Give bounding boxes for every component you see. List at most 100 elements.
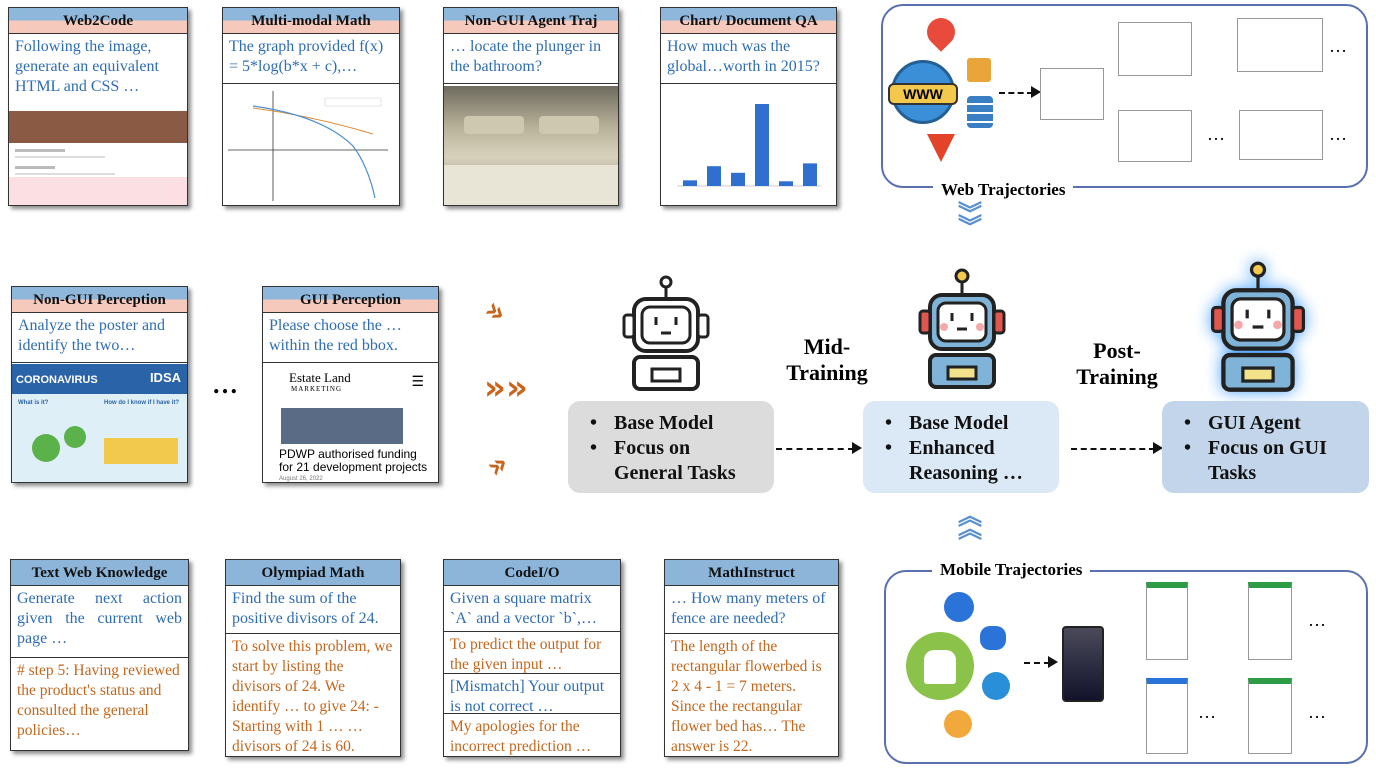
messages-icon xyxy=(980,626,1006,650)
arrow-line xyxy=(776,448,854,450)
card-question: Given a square matrix `A` and a vector `… xyxy=(444,586,620,632)
card-question: Find the sum of the positive divisors of… xyxy=(226,586,400,634)
menu-icon: ☰ xyxy=(411,375,424,390)
card-title: Non-GUI Agent Traj xyxy=(444,8,618,34)
virus-icon xyxy=(64,426,86,448)
chevron-arrow-icon: »» xyxy=(484,368,528,408)
card-title: Olympiad Math xyxy=(226,560,400,586)
mobile-screenshot xyxy=(1146,678,1188,754)
ellipsis: … xyxy=(1308,610,1326,630)
robot-icon-base xyxy=(620,275,712,391)
site-headline: PDWP authorised funding for 21 developme… xyxy=(279,447,428,474)
base-model-box: Base ModelFocus on General Tasks xyxy=(568,401,774,493)
web-screenshot xyxy=(1237,18,1323,72)
card-gui-perception: GUI Perception Please choose the … withi… xyxy=(262,286,439,483)
card-feedback: [Mismatch] Your output is not correct … xyxy=(444,674,620,715)
chart-bar xyxy=(779,181,793,186)
function-graph-thumbnail xyxy=(223,86,399,205)
globe-icon: WWW xyxy=(888,60,958,124)
card-text-web-knowledge: Text Web Knowledge Generate next action … xyxy=(10,559,189,751)
card-question: Generate next action given the current w… xyxy=(11,586,188,658)
poster-thumbnail: CORONAVIRUS IDSA What is it? How do I kn… xyxy=(12,364,187,482)
post-training-label: Post- Training xyxy=(1076,338,1158,389)
mobile-screenshot xyxy=(1248,678,1292,754)
chevron-down-icon: ︾︾ xyxy=(958,200,982,241)
card-answer: # step 5: Having reviewed the product's … xyxy=(17,662,180,739)
ellipsis: … xyxy=(1329,36,1347,56)
card-codeio: CodeI/O Given a square matrix `A` and a … xyxy=(443,559,621,757)
card-title: Non-GUI Perception xyxy=(12,287,187,313)
arrow-line xyxy=(999,92,1033,94)
web-trajectories-title: Web Trajectories xyxy=(933,180,1074,200)
web-screenshot xyxy=(1118,22,1192,76)
arrow-head xyxy=(1153,442,1163,454)
robot-icon-enhanced xyxy=(916,267,1008,391)
stage-bullet: Focus on General Tasks xyxy=(590,436,760,486)
card-question: How much was the global…worth in 2015? xyxy=(661,34,836,84)
ellipsis: … xyxy=(1207,124,1225,144)
stage-bullet: Base Model xyxy=(885,411,1045,436)
card-answer: The length of the rectangular flowerbed … xyxy=(671,638,822,755)
stage-bullet: Enhanced Reasoning … xyxy=(885,436,1045,486)
card-question: Analyze the poster and identify the two… xyxy=(12,313,187,363)
ellipsis: … xyxy=(1308,702,1326,722)
chevron-arrow-icon: » xyxy=(477,291,514,332)
card-title: GUI Perception xyxy=(263,287,438,313)
chart-bar xyxy=(731,172,745,186)
mobile-trajectories-panel: Mobile Trajectories … … … xyxy=(884,560,1368,764)
site-logo: Estate Land xyxy=(289,370,351,385)
card-question: … locate the plunger in the bathroom? xyxy=(444,34,618,84)
card-title: Web2Code xyxy=(9,8,187,34)
card-question: The graph provided f(x) = 5*log(b*x + c)… xyxy=(223,34,399,84)
poster-heading: CORONAVIRUS xyxy=(16,374,98,386)
web2code-thumbnail xyxy=(9,111,187,205)
arrow-head xyxy=(852,442,862,454)
chart-bar xyxy=(803,163,817,186)
mid-training-label: Mid- Training xyxy=(786,334,868,385)
arrow-head xyxy=(1031,86,1041,98)
card-multimodal-math: Multi-modal Math The graph provided f(x)… xyxy=(222,7,400,206)
virus-icon xyxy=(32,434,60,462)
stage-bullet: Base Model xyxy=(590,411,760,436)
web-screenshot xyxy=(1118,110,1192,162)
gui-agent-box: GUI AgentFocus on GUI Tasks xyxy=(1162,401,1369,493)
card-question: Please choose the … within the red bbox. xyxy=(263,313,438,363)
web-screenshot xyxy=(1239,110,1323,160)
card-title: Text Web Knowledge xyxy=(11,560,188,586)
poster-sub1: What is it? xyxy=(18,400,49,406)
card-web2code: Web2Code Following the image, generate a… xyxy=(8,7,188,206)
mobile-screenshot xyxy=(1146,582,1188,660)
contacts-icon xyxy=(944,592,974,622)
enhanced-model-box: Base ModelEnhanced Reasoning … xyxy=(863,401,1059,493)
map-pin-icon xyxy=(921,12,961,52)
ellipsis: … xyxy=(1198,702,1216,722)
phone-home-screenshot xyxy=(1062,626,1104,702)
shop-icon xyxy=(967,58,991,82)
bar-chart-thumbnail xyxy=(661,86,836,205)
stage-bullet: Focus on GUI Tasks xyxy=(1184,436,1355,486)
web-screenshot xyxy=(1040,68,1104,120)
camera-icon xyxy=(982,672,1010,700)
stage-bullet: GUI Agent xyxy=(1184,411,1355,436)
chevron-arrow-icon: » xyxy=(479,445,516,486)
card-title: CodeI/O xyxy=(444,560,620,586)
chart-bar xyxy=(707,166,721,186)
card-nongui-perception: Non-GUI Perception Analyze the poster an… xyxy=(11,286,188,483)
card-olympiad-math: Olympiad Math Find the sum of the positi… xyxy=(225,559,401,757)
arrow-head xyxy=(1048,656,1058,668)
bathroom-scene-thumbnail xyxy=(444,86,618,205)
arrow-line xyxy=(1071,448,1155,450)
card-title: Chart/ Document QA xyxy=(661,8,836,34)
chart-bar xyxy=(755,104,769,186)
card-title: MathInstruct xyxy=(665,560,838,586)
card-answer: My apologies for the incorrect predictio… xyxy=(450,718,592,755)
card-nongui-agent-traj: Non-GUI Agent Traj … locate the plunger … xyxy=(443,7,619,206)
ellipsis: … xyxy=(212,370,238,399)
ellipsis: … xyxy=(1329,124,1347,144)
card-question: … How many meters of fence are needed? xyxy=(665,586,838,634)
chart-bar xyxy=(683,180,697,186)
chevron-up-icon: ︽︽ xyxy=(958,502,982,543)
website-thumbnail: Estate Land MARKETING ☰ PDWP authorised … xyxy=(263,364,438,482)
location-icon xyxy=(944,710,972,738)
card-question: Following the image, generate an equival… xyxy=(15,38,159,95)
